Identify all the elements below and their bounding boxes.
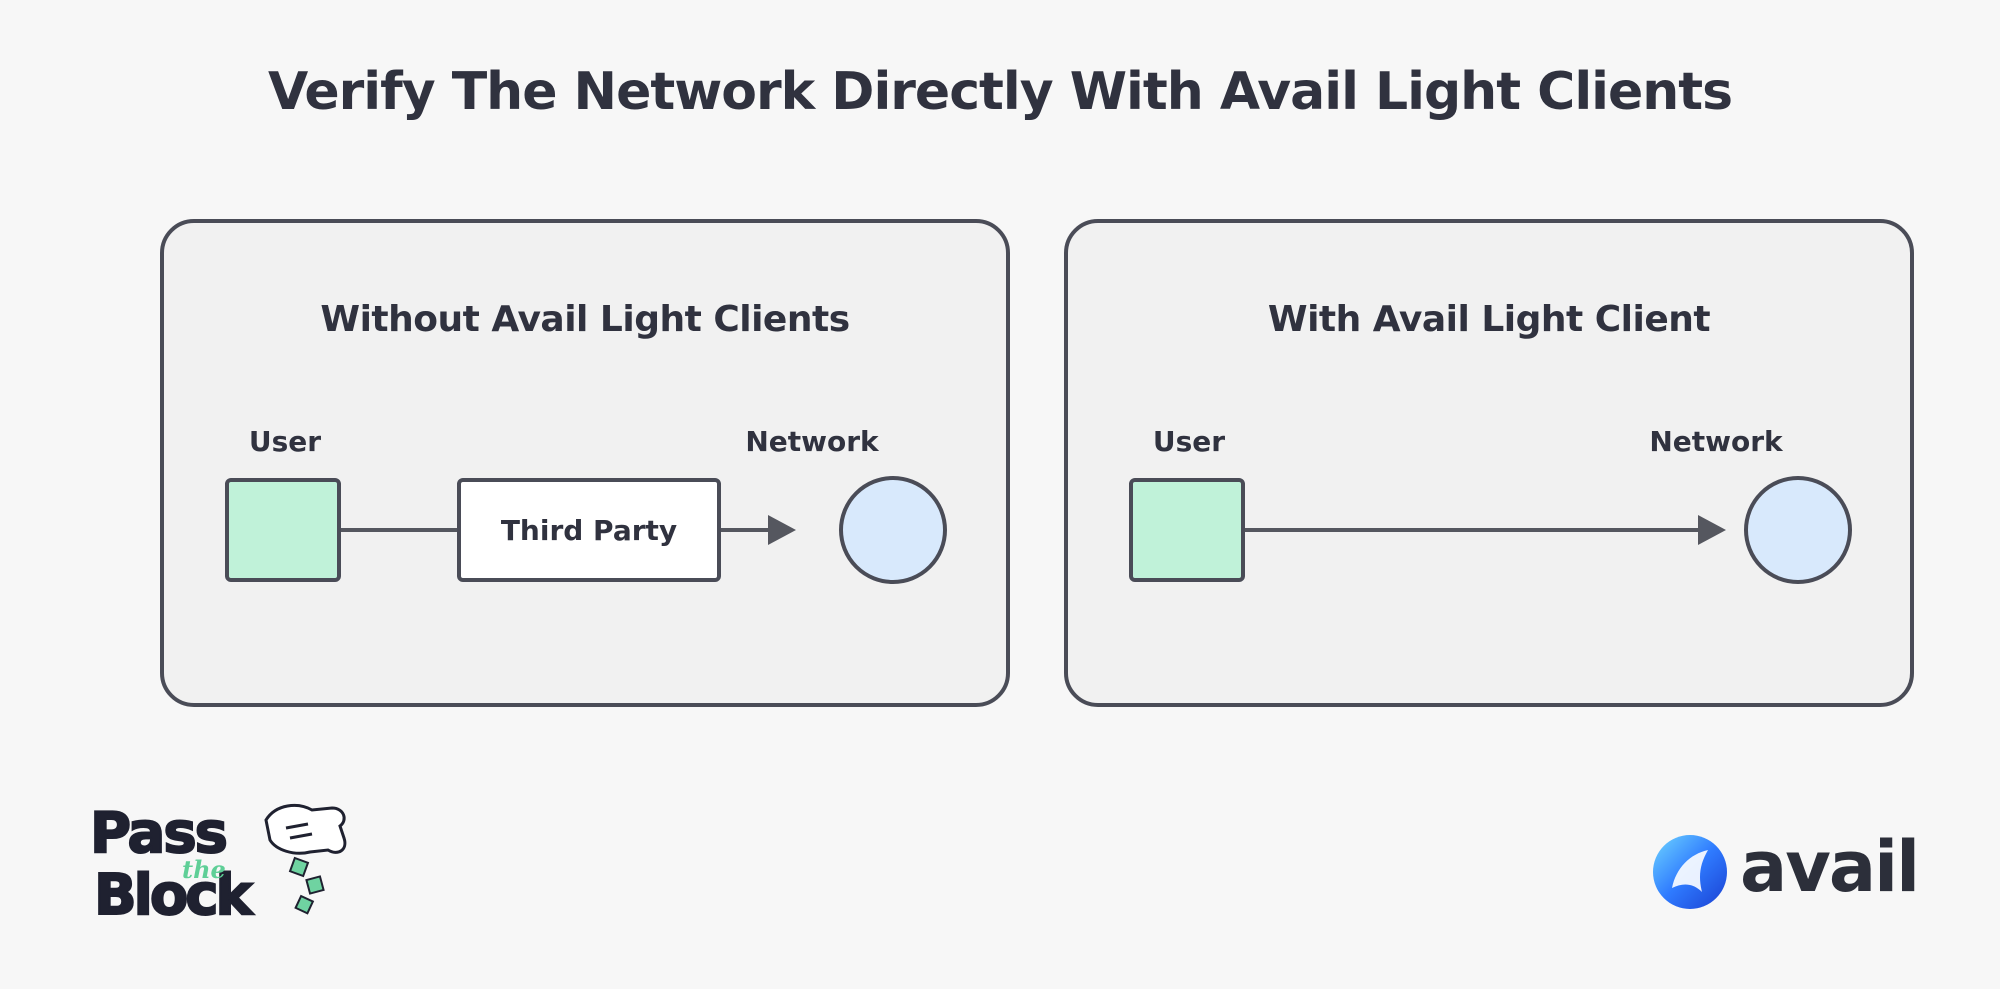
avail-logo: avail bbox=[1650, 826, 1930, 912]
user-node bbox=[225, 478, 341, 582]
third-party-label: Third Party bbox=[500, 513, 678, 547]
connector-user-to-network bbox=[1245, 528, 1700, 532]
panel-title-without: Without Avail Light Clients bbox=[320, 299, 850, 340]
avail-logo-icon bbox=[1653, 835, 1727, 909]
pass-the-block-logo-icon: Pass Block the bbox=[89, 800, 347, 924]
page-title: Verify The Network Directly With Avail L… bbox=[267, 62, 1733, 122]
network-label: Network bbox=[745, 425, 879, 458]
user-label: User bbox=[1152, 425, 1226, 458]
network-node bbox=[839, 476, 947, 584]
connector-third-party-to-network bbox=[721, 528, 771, 532]
network-label: Network bbox=[1649, 425, 1783, 458]
arrow-head-icon bbox=[768, 515, 796, 545]
network-node bbox=[1744, 476, 1852, 584]
user-node bbox=[1129, 478, 1245, 582]
svg-text:Block: Block bbox=[94, 863, 255, 924]
panel-without-light-clients: Without Avail Light Clients User Third P… bbox=[160, 219, 1010, 707]
svg-text:Pass: Pass bbox=[90, 801, 226, 866]
connector-user-to-third-party bbox=[341, 528, 458, 532]
svg-text:the: the bbox=[182, 855, 226, 884]
user-label: User bbox=[248, 425, 322, 458]
third-party-node: Third Party bbox=[457, 478, 721, 582]
arrow-head-icon bbox=[1698, 515, 1726, 545]
panel-with-light-client: With Avail Light Client User Network bbox=[1064, 219, 1914, 707]
panel-title-with: With Avail Light Client bbox=[1267, 299, 1711, 340]
avail-logo-text: avail bbox=[1740, 826, 1920, 908]
